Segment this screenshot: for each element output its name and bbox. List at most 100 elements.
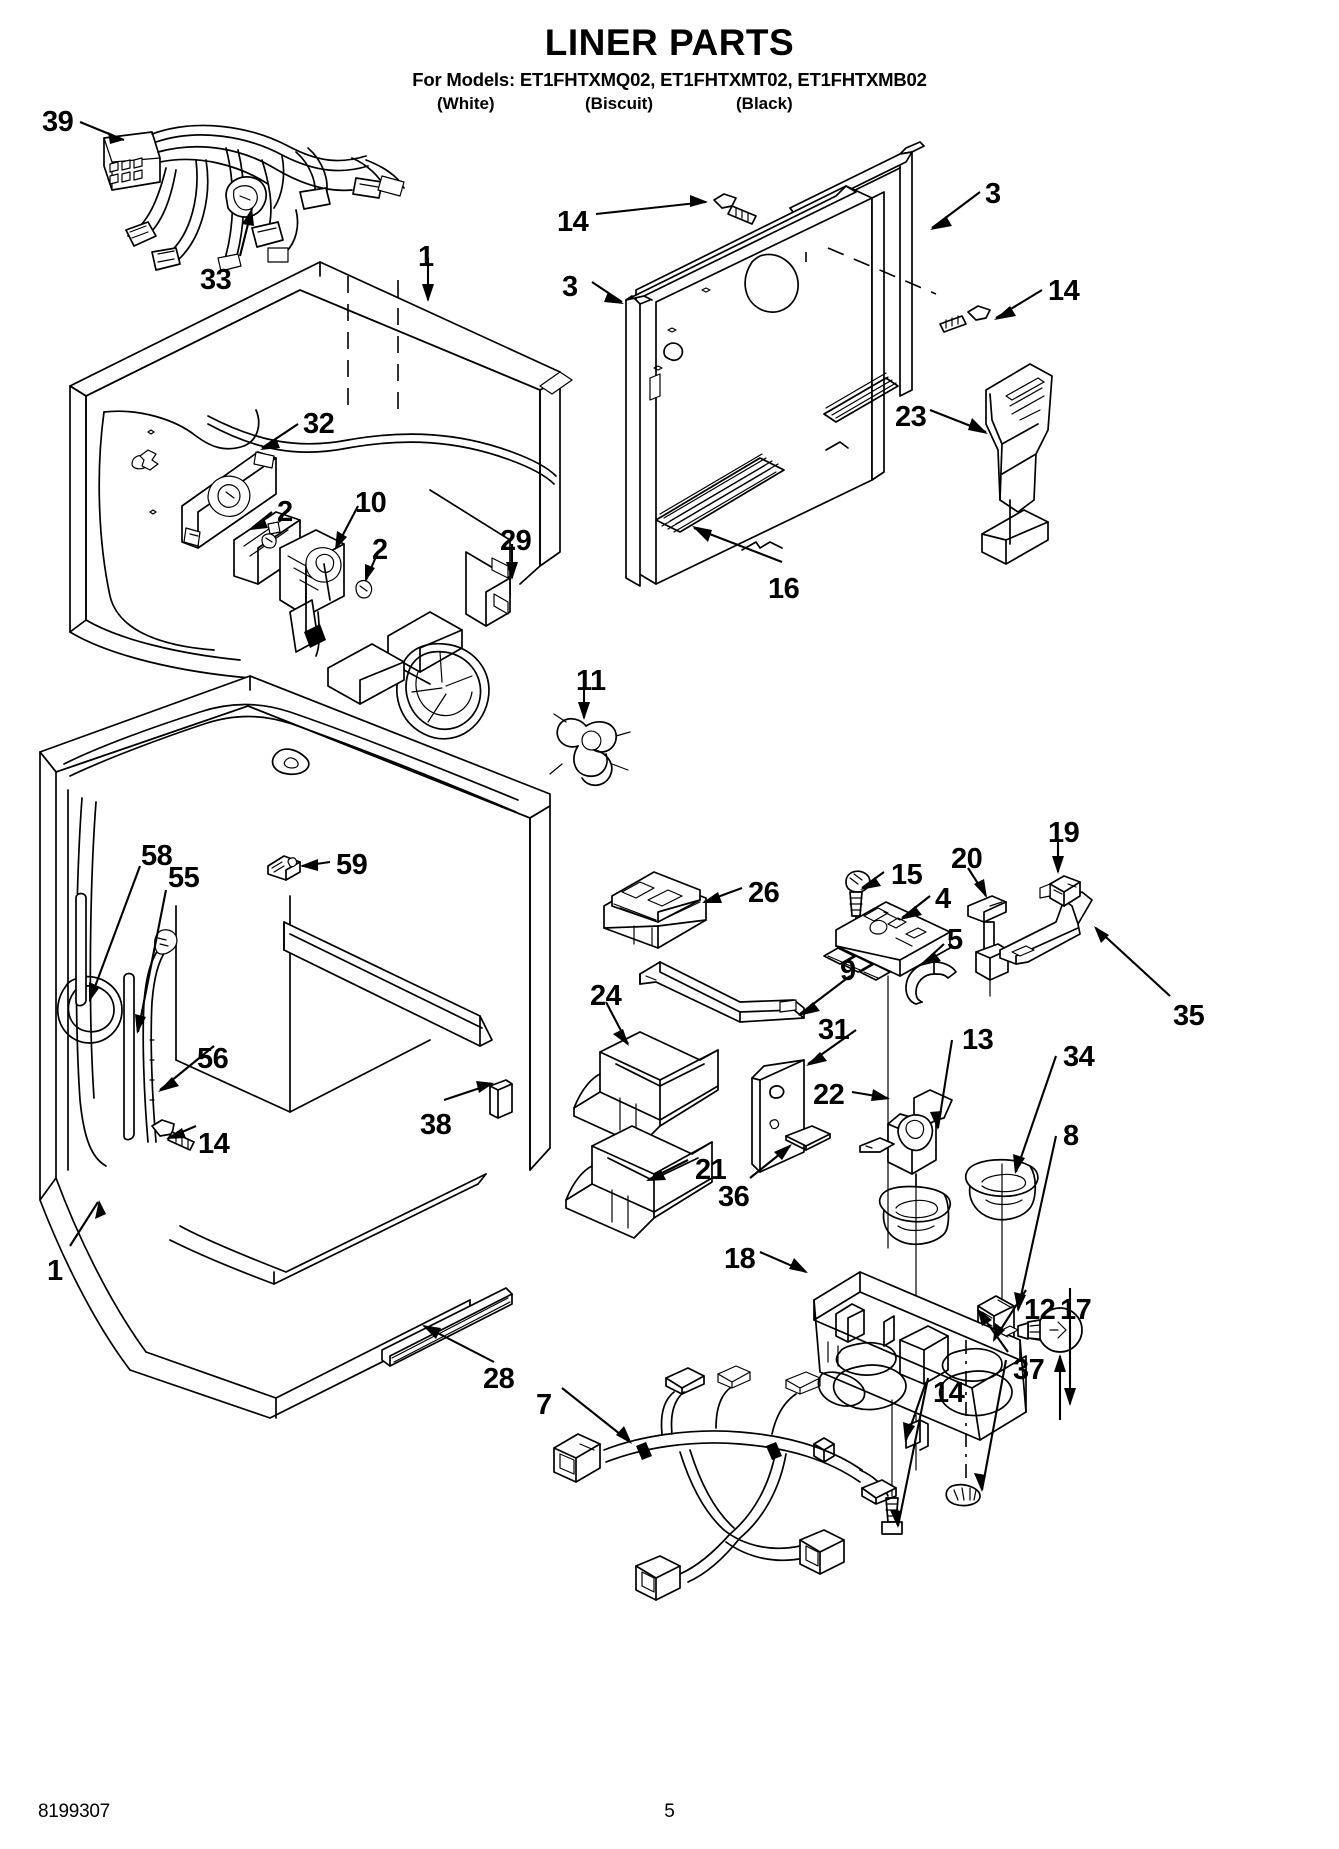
part-clip: [1040, 876, 1080, 906]
callout-8: 8: [1063, 1120, 1079, 1152]
part-wire-harness-main: [104, 125, 404, 271]
callout-34: 34: [1063, 1041, 1095, 1073]
part-rear-liner-panel: [626, 142, 924, 586]
leaders-rear-panel: [592, 192, 1042, 562]
leader-26: [702, 888, 742, 903]
callout-2-b: 2: [372, 534, 388, 566]
callout-33: 33: [200, 264, 232, 296]
callout-36: 36: [718, 1181, 750, 1213]
callout-14-c: 14: [198, 1128, 230, 1160]
callout-5: 5: [947, 924, 963, 956]
leaders-ducts: [606, 1002, 808, 1273]
callout-37: 37: [1013, 1354, 1045, 1386]
callout-55: 55: [168, 862, 200, 894]
part-lens-cup-22: [880, 1187, 951, 1245]
page-number: 5: [664, 1801, 675, 1822]
callout-3-a: 3: [985, 178, 1001, 210]
callout-29: 29: [500, 525, 532, 557]
part-light-shield: [604, 872, 706, 948]
callout-59: 59: [336, 849, 368, 881]
part-screw-hex-head-upper: [714, 194, 756, 224]
part-air-duct-upper: [574, 1032, 718, 1146]
part-air-duct-lower: [566, 1126, 712, 1238]
callout-14-d: 14: [933, 1377, 965, 1409]
part-light-socket-bracket: [182, 452, 276, 548]
part-tube-long: [124, 974, 134, 1140]
leader-7: [562, 1388, 632, 1444]
callout-17: 17: [1060, 1294, 1092, 1326]
part-light-socket: [860, 1090, 952, 1186]
part-control-housing: [982, 364, 1052, 564]
part-liner-lower: [40, 676, 550, 1418]
leaders-board: [860, 872, 930, 920]
leaders-upper: [250, 258, 590, 720]
vent-louvers-left: [656, 454, 784, 532]
part-wire-harness-lower: [554, 1366, 896, 1600]
callout-26: 26: [748, 877, 780, 909]
part-mounting-arm: [640, 962, 804, 1022]
part-probe-wire: [143, 930, 177, 1142]
part-number: 8199307: [38, 1801, 110, 1822]
vent-louvers-right: [824, 373, 898, 422]
callout-1-lower: 1: [47, 1255, 63, 1287]
callout-14-a: 14: [557, 206, 589, 238]
callout-31: 31: [818, 1014, 850, 1046]
callout-56: 56: [197, 1043, 229, 1075]
callout-23: 23: [895, 401, 927, 433]
sheet-header: LINER PARTS For Models: ET1FHTXMQ02, ET1…: [0, 22, 1339, 118]
callout-16: 16: [768, 573, 800, 605]
callout-32: 32: [303, 408, 335, 440]
leaders-lower-left: [70, 859, 494, 1362]
part-damper-lever: [968, 896, 1008, 996]
part-plug-button: [490, 1080, 512, 1118]
callout-15: 15: [891, 859, 923, 891]
callout-35: 35: [1173, 1000, 1205, 1032]
leaders-cover-plate: [750, 1030, 856, 1178]
callout-28: 28: [483, 1363, 515, 1395]
callout-4: 4: [935, 883, 951, 915]
callout-24: 24: [590, 980, 622, 1012]
page-title: LINER PARTS: [544, 22, 795, 63]
callout-19: 19: [1048, 817, 1080, 849]
leader-9: [798, 976, 850, 1016]
color-legend: (White) (Biscuit) (Black): [0, 94, 1339, 118]
callout-58: 58: [141, 840, 173, 872]
color-label-white: (White): [437, 93, 495, 113]
callout-18: 18: [724, 1243, 756, 1275]
callout-21: 21: [695, 1154, 727, 1186]
callout-3-b: 3: [562, 271, 578, 303]
color-label-biscuit: (Biscuit): [585, 93, 653, 113]
part-trim-rail: [382, 1288, 512, 1366]
part-foam-pad: [786, 1126, 830, 1150]
part-air-duct-mount: [328, 490, 510, 739]
part-liner-upper: [70, 262, 630, 785]
part-evaporator-fan-blade: [550, 714, 630, 785]
callout-12: 12: [1024, 1294, 1056, 1326]
callout-20: 20: [951, 843, 983, 875]
sheet-footer: 8199307 5: [0, 1801, 1339, 1827]
callout-7: 7: [536, 1389, 552, 1421]
part-linkage-rod: [1000, 892, 1092, 964]
part-cover-plate: [752, 1060, 804, 1172]
part-damper-motor: [280, 530, 344, 656]
callout-10: 10: [355, 487, 387, 519]
color-label-black: (Black): [736, 93, 793, 113]
part-tube-short: [76, 894, 86, 1006]
callout-38: 38: [420, 1109, 452, 1141]
callout-13: 13: [962, 1024, 994, 1056]
part-control-board: [824, 902, 950, 1248]
part-shelf-clip: [268, 856, 300, 880]
leader-8: [1014, 1136, 1066, 1420]
leaders-fan-housing: [890, 1288, 1076, 1528]
callout-1-upper: 1: [418, 241, 434, 273]
part-screw-hex-head-right: [940, 306, 990, 332]
leader-39: [80, 122, 124, 144]
leader-33: [240, 208, 254, 256]
callout-11: 11: [576, 665, 606, 697]
callout-2-a: 2: [277, 496, 293, 528]
callout-39: 39: [42, 106, 74, 138]
leaders-lever: [968, 842, 1170, 996]
